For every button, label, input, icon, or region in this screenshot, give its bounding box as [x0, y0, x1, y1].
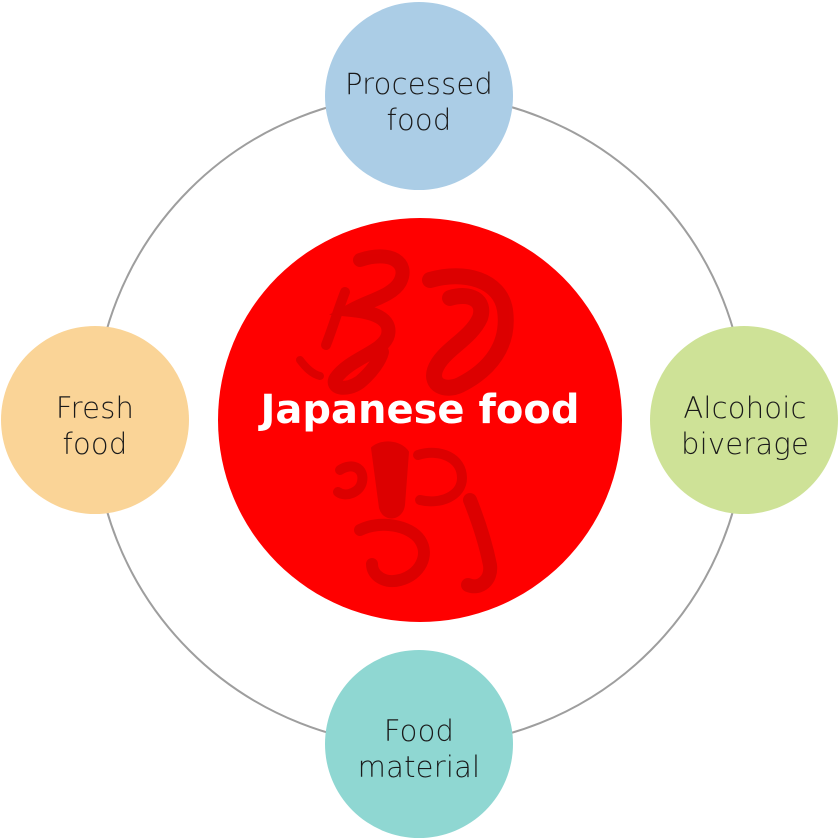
food-material-label-line2: material: [357, 750, 481, 784]
food-material-label: Food material: [324, 713, 514, 785]
processed-food-label-line1: Processed: [344, 67, 494, 101]
alcoholic-beverage-node: [650, 326, 838, 514]
fresh-food-node: [1, 326, 189, 514]
food-material-label-line1: Food: [383, 714, 455, 748]
alcoholic-beverage-label-line2: biverage: [680, 427, 809, 461]
processed-food-label-line2: food: [386, 103, 452, 137]
food-material-node: [325, 650, 513, 838]
fresh-food-label: Fresh food: [0, 390, 190, 462]
fresh-food-label-line2: food: [62, 427, 128, 461]
center-label: Japanese food: [260, 387, 580, 433]
alcoholic-beverage-label-line1: Alcohoic: [683, 391, 807, 425]
center-circle: [218, 218, 622, 622]
processed-food-node: [325, 2, 513, 190]
alcoholic-beverage-label: Alcohoic biverage: [650, 390, 840, 462]
processed-food-label: Processed food: [324, 66, 514, 138]
fresh-food-label-line1: Fresh: [55, 391, 135, 425]
calligraphy-watermark: [296, 249, 514, 594]
